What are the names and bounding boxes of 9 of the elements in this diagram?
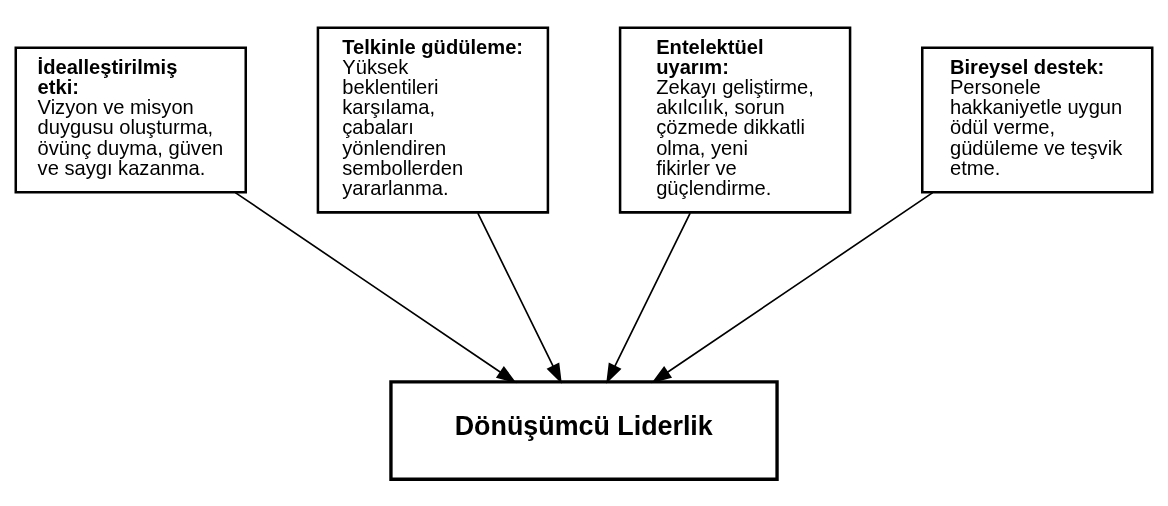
- arrow: [651, 191, 934, 383]
- arrow: [606, 211, 691, 384]
- arrow: [477, 211, 562, 384]
- arrow: [234, 191, 517, 383]
- node-box: Telkinle güdüleme: Yüksek beklentileri karşılama, çabaları yönlendiren sembollerden yararlanma.: [316, 25, 550, 214]
- node-box: Entelektüel uyarım: Zekayı geliştirme, akılcılık, sorun çözmede dikkatli olma, yeni fikirler ve güçlendirme.: [618, 25, 852, 214]
- node-box: Bireysel destek: Personele hakkaniyetle uygun ödül verme, güdüleme ve teşvik etme.: [921, 46, 1154, 193]
- node-box: İdealleştirilmiş etki: Vizyon ve misyon duygusu oluşturma, övünç duyma, güven ve saygı kazanma.: [14, 46, 247, 193]
- node-box: Dönüşümcü Liderlik: [389, 379, 779, 481]
